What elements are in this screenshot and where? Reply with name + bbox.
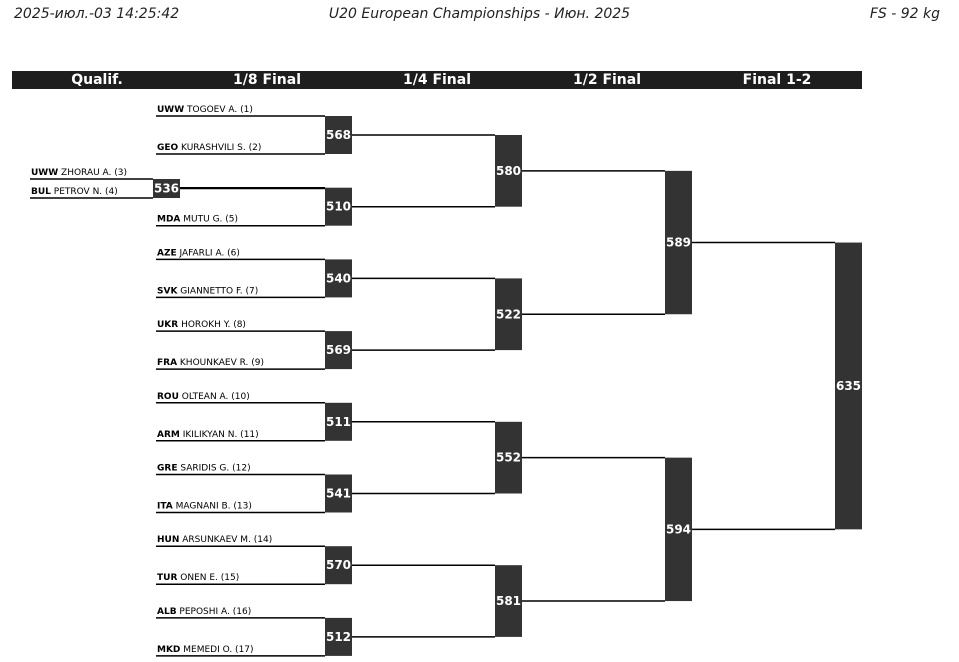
match-box: [325, 617, 352, 656]
match-number: 581: [496, 594, 521, 608]
athlete-entry: GRE SARIDIS G. (12): [157, 464, 251, 474]
athlete-country: FRA: [157, 358, 177, 368]
match-box: [495, 278, 522, 351]
athlete-entry: ARM IKILIKYAN N. (11): [157, 430, 259, 440]
round-label-qualif: Qualif.: [71, 72, 123, 88]
athlete-name: PEPOSHI A. (16): [177, 607, 252, 617]
athlete-entry: FRA KHOUNKAEV R. (9): [157, 358, 264, 368]
athlete-name: PETROV N. (4): [51, 187, 118, 197]
match-box: [325, 546, 352, 585]
match-number: 522: [496, 307, 521, 321]
print-timestamp: 2025-июл.-03 14:25:42: [14, 6, 180, 22]
match-number: 552: [496, 451, 521, 465]
match-box: [325, 331, 352, 370]
athlete-name: MAGNANI B. (13): [173, 502, 252, 512]
athlete-country: GEO: [157, 143, 179, 153]
athlete-entry: UWW ZHORAU A. (3): [31, 168, 127, 178]
match-box: [495, 565, 522, 637]
match-number: 635: [836, 379, 861, 393]
athlete-name: OLTEAN A. (10): [179, 392, 250, 402]
athlete-name: KURASHVILI S. (2): [178, 143, 261, 153]
match-box: [325, 259, 352, 298]
match-box: [325, 116, 352, 154]
match-box: [495, 135, 522, 207]
match-box: [325, 402, 352, 441]
match-number: 512: [326, 630, 351, 644]
athlete-country: SVK: [157, 286, 178, 296]
athlete-name: SARIDIS G. (12): [177, 464, 250, 474]
match-number: 569: [326, 343, 351, 357]
athlete-country: BUL: [31, 187, 51, 197]
athlete-country: ITA: [157, 502, 173, 512]
athlete-entry: ROU OLTEAN A. (10): [157, 392, 250, 402]
athlete-entry: ALB PEPOSHI A. (16): [157, 607, 251, 617]
round-header-bar: Qualif. 1/8 Final 1/4 Final 1/2 Final Fi…: [12, 71, 862, 89]
round-label-final: Final 1-2: [742, 72, 812, 88]
athlete-name: MUTU G. (5): [180, 215, 238, 225]
athlete-country: UKR: [157, 320, 178, 330]
match-number: 594: [666, 522, 691, 536]
match-number: 540: [326, 271, 351, 285]
athlete-name: GIANNETTO F. (7): [177, 286, 258, 296]
athlete-country: HUN: [157, 535, 179, 545]
athlete-name: MEMEDI O. (17): [180, 645, 253, 655]
athlete-name: HOROKH Y. (8): [178, 320, 246, 330]
athlete-name: ARSUNKAEV M. (14): [179, 535, 272, 545]
athlete-country: UWW: [31, 168, 58, 178]
match-number: 589: [666, 236, 691, 250]
match-box: [325, 474, 352, 513]
round-label-semi-final: 1/2 Final: [572, 72, 642, 88]
athlete-entry: UWW TOGOEV A. (1): [157, 105, 253, 115]
athlete-entry: GEO KURASHVILI S. (2): [157, 143, 261, 153]
round-label-eighth-final: 1/8 Final: [232, 72, 302, 88]
match-number: 536: [154, 182, 179, 196]
weight-category: FS - 92 kg: [869, 6, 940, 22]
match-box: [835, 242, 862, 530]
match-number: 511: [326, 415, 351, 429]
athlete-entry: ITA MAGNANI B. (13): [157, 502, 252, 512]
athlete-name: ZHORAU A. (3): [58, 168, 127, 178]
athlete-name: ONEN E. (15): [177, 573, 239, 583]
athlete-country: UWW: [157, 105, 184, 115]
match-box: [665, 457, 692, 602]
match-number: 510: [326, 200, 351, 214]
athlete-country: MKD: [157, 645, 180, 655]
athlete-country: ARM: [157, 430, 180, 440]
athlete-entry: BUL PETROV N. (4): [31, 187, 118, 197]
athlete-name: IKILIKYAN N. (11): [180, 430, 259, 440]
athlete-name: KHOUNKAEV R. (9): [177, 358, 264, 368]
match-number: 568: [326, 128, 351, 142]
match-number: 541: [326, 487, 351, 501]
match-box: [325, 187, 352, 226]
match-number: 580: [496, 164, 521, 178]
athlete-entry: TUR ONEN E. (15): [157, 573, 239, 583]
athlete-entry: UKR HOROKH Y. (8): [157, 320, 246, 330]
athlete-entry: SVK GIANNETTO F. (7): [157, 286, 258, 296]
athlete-country: TUR: [157, 573, 177, 583]
athlete-country: AZE: [157, 248, 177, 258]
athlete-country: ROU: [157, 392, 179, 402]
athlete-name: JAFARLI A. (6): [177, 248, 240, 258]
match-box: [153, 179, 180, 198]
athlete-name: TOGOEV A. (1): [184, 105, 253, 115]
round-label-quarter-final: 1/4 Final: [402, 72, 472, 88]
event-title: U20 European Championships - Июн. 2025: [328, 6, 631, 22]
athlete-country: GRE: [157, 464, 177, 474]
athlete-entry: MDA MUTU G. (5): [157, 215, 238, 225]
athlete-country: MDA: [157, 215, 180, 225]
athlete-country: ALB: [157, 607, 177, 617]
athlete-entry: MKD MEMEDI O. (17): [157, 645, 254, 655]
match-box: [665, 170, 692, 315]
athlete-entry: AZE JAFARLI A. (6): [157, 248, 240, 258]
athlete-entry: HUN ARSUNKAEV M. (14): [157, 535, 272, 545]
match-number: 570: [326, 558, 351, 572]
match-box: [495, 421, 522, 494]
